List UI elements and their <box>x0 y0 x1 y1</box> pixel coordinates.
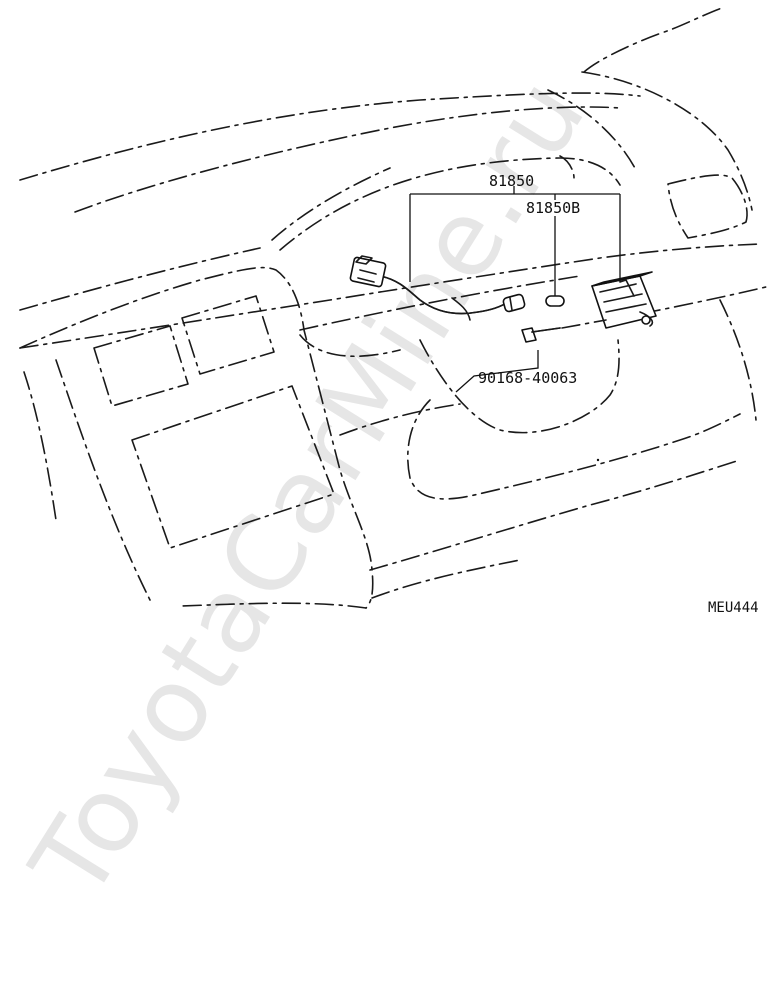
wire-harness <box>379 275 509 321</box>
part-number-assembly: 81850 <box>489 172 534 190</box>
connector-plug <box>349 255 387 288</box>
part-number-screw: 90168-40063 <box>478 369 577 387</box>
figure-code: MEU444 <box>708 600 759 616</box>
part-number-sub-part: 81850B <box>526 199 580 217</box>
leader-lines <box>409 186 621 393</box>
screw-part <box>521 319 607 343</box>
control-module <box>591 271 657 329</box>
clip-part <box>545 295 565 307</box>
reference-dot <box>596 458 600 462</box>
sensor-end <box>502 293 526 313</box>
